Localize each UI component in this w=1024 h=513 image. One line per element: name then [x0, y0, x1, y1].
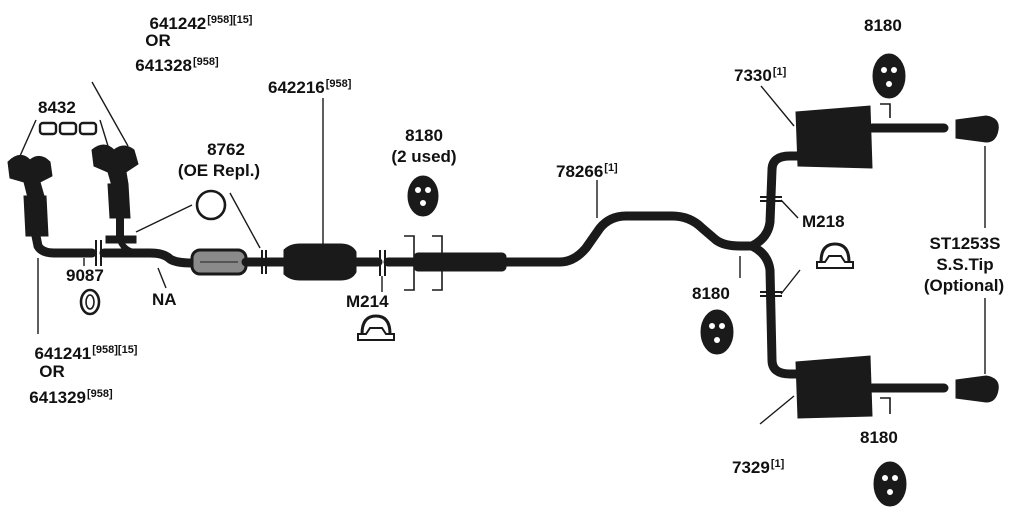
- label-or-top: OR: [145, 31, 171, 50]
- label-641241: 641241[958][15]: [6, 340, 166, 364]
- hanger-right: [700, 309, 734, 355]
- label-641242: 641242[958][15]: [112, 10, 290, 34]
- part-number: 642216: [268, 78, 325, 97]
- footnote-ref: [958]: [193, 56, 219, 68]
- footnote-ref: [958][15]: [207, 14, 253, 26]
- right-manifold-converter: [91, 144, 139, 244]
- label-9087: 9087: [66, 266, 104, 285]
- hanger-bottom: [873, 461, 907, 507]
- label-8762-note: (OE Repl.): [177, 161, 261, 180]
- label-ss-tip: S.S.Tip: [936, 255, 994, 274]
- label-7329: 7329[1]: [732, 454, 784, 478]
- upper-muffler: [795, 103, 949, 169]
- footnote-ref: [958]: [87, 388, 113, 400]
- label-8180-bottom: 8180: [860, 428, 898, 447]
- part-number: 7329: [732, 458, 770, 477]
- label-na: NA: [152, 290, 177, 309]
- catalytic-converter: [261, 243, 386, 281]
- part-number: 78266: [556, 162, 604, 181]
- part-number: 641242: [149, 14, 207, 33]
- label-optional: (Optional): [923, 276, 1005, 295]
- footnote-ref: [958][15]: [92, 344, 138, 356]
- label-8180-mid: 8180: [405, 126, 443, 145]
- label-8762: 8762: [207, 140, 245, 159]
- part-number: 7330: [734, 66, 772, 85]
- label-641328: 641328[958]: [112, 52, 242, 76]
- part-number: 641329: [29, 388, 87, 407]
- label-st1253s: ST1253S: [929, 234, 1001, 253]
- intermediate-pipe: [383, 211, 757, 291]
- label-8180-top: 8180: [864, 16, 902, 35]
- front-pipe: [95, 237, 197, 268]
- exhaust-tip-upper: [955, 115, 999, 143]
- part-number: 641241: [34, 344, 92, 363]
- footnote-ref: [1]: [772, 66, 787, 78]
- part-number: 641328: [135, 56, 193, 75]
- footnote-ref: [1]: [770, 458, 785, 470]
- clamp-m214: [357, 314, 395, 341]
- label-641329: 641329[958]: [6, 384, 136, 408]
- label-642216: 642216[958]: [268, 74, 351, 98]
- label-7330: 7330[1]: [734, 62, 786, 86]
- hanger-mid: [407, 175, 439, 217]
- clamp-m218: [816, 242, 854, 269]
- label-or-bottom: OR: [39, 362, 65, 381]
- label-m214: M214: [346, 292, 389, 311]
- exhaust-tip-lower: [955, 375, 999, 403]
- leader-lines: [19, 81, 986, 425]
- label-8180-mid-note: (2 used): [391, 147, 457, 166]
- left-manifold-converter: [7, 155, 97, 258]
- lower-muffler: [795, 355, 949, 419]
- label-8432: 8432: [38, 98, 76, 117]
- gasket-9087: [79, 288, 101, 316]
- label-78266: 78266[1]: [556, 158, 618, 182]
- dual-split-pipes: [747, 151, 805, 379]
- footnote-ref: [958]: [325, 78, 352, 90]
- gasket-ring-8762: [195, 189, 227, 221]
- resonator: [190, 248, 267, 276]
- footnote-ref: [1]: [604, 162, 618, 174]
- hanger-top: [872, 53, 906, 99]
- manifold-gasket-set: [38, 121, 98, 136]
- label-m218: M218: [802, 212, 845, 231]
- label-8180-right: 8180: [692, 284, 730, 303]
